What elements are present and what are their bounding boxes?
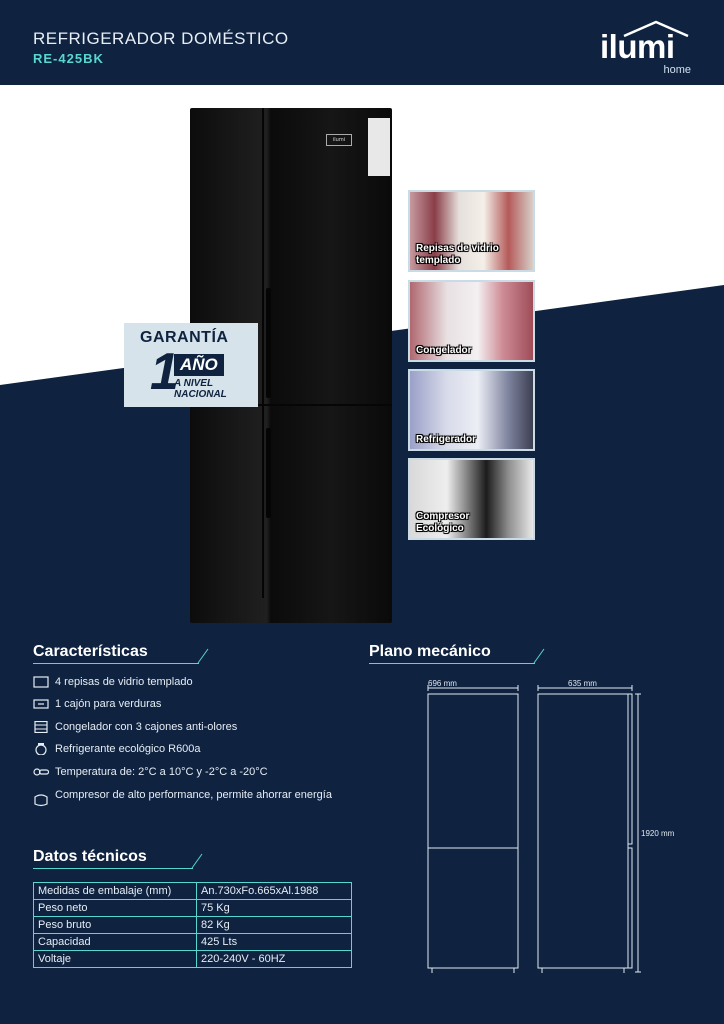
specs-slash-icon bbox=[191, 853, 203, 869]
photo-caption-line2: Ecológico bbox=[416, 523, 464, 534]
feature-item: Compresor de alto performance, permite a… bbox=[33, 789, 343, 817]
page-title: REFRIGERADOR DOMÉSTICO bbox=[33, 29, 289, 48]
feature-text: Congelador con 3 cajones anti-olores bbox=[55, 721, 238, 733]
shelves-photo: Repisas de vidrio templado bbox=[408, 190, 535, 272]
specs-underline bbox=[33, 868, 193, 869]
refrigerator-door-edge bbox=[262, 108, 264, 598]
mechanical-underline bbox=[369, 663, 535, 664]
features-slash-icon bbox=[197, 648, 209, 664]
mechanical-slash-icon bbox=[533, 648, 545, 664]
spec-label: Medidas de embalaje (mm) bbox=[33, 882, 197, 900]
warranty-unit: AÑO bbox=[174, 354, 224, 376]
feature-text: Temperatura de: 2°C a 10°C y -2°C a -20°… bbox=[55, 766, 268, 778]
mechanical-title: Plano mecánico bbox=[369, 643, 491, 660]
table-row: Medidas de embalaje (mm)An.730xFo.665xAl… bbox=[33, 882, 352, 900]
specs-table: Medidas de embalaje (mm)An.730xFo.665xAl… bbox=[33, 882, 352, 968]
drawer-icon bbox=[33, 699, 49, 709]
spec-value: 425 Lts bbox=[196, 933, 352, 951]
header: REFRIGERADOR DOMÉSTICO RE-425BK ilumi ho… bbox=[0, 0, 724, 85]
lower-handle bbox=[266, 428, 271, 518]
spec-value: An.730xFo.665xAl.1988 bbox=[196, 882, 352, 900]
thermometer-icon bbox=[33, 768, 49, 776]
spec-label: Peso neto bbox=[33, 899, 197, 917]
freezer-drawers-icon bbox=[34, 721, 48, 733]
shelf-icon bbox=[33, 676, 49, 688]
photo-caption: Refrigerador bbox=[416, 434, 477, 445]
feature-text: 1 cajón para verduras bbox=[55, 698, 162, 710]
spec-label: Voltaje bbox=[33, 950, 197, 968]
height-dimension: 1920 mm bbox=[641, 829, 675, 838]
spec-label: Capacidad bbox=[33, 933, 197, 951]
refrigerator-door-gap bbox=[190, 404, 392, 406]
compressor-icon bbox=[34, 794, 48, 807]
mechanical-drawing bbox=[427, 685, 641, 973]
feature-text: 4 repisas de vidrio templado bbox=[55, 676, 193, 688]
width-dimension: 696 mm bbox=[428, 679, 457, 688]
photo-caption: Compresor Ecológico bbox=[416, 511, 469, 535]
photo-caption-line2: templado bbox=[416, 255, 461, 266]
feature-text: Compresor de alto performance, permite a… bbox=[55, 789, 332, 801]
warranty-scope: A NIVEL NACIONAL bbox=[174, 378, 227, 400]
spec-value: 75 Kg bbox=[196, 899, 352, 917]
brand-sub: home bbox=[663, 64, 691, 76]
spec-value: 220-240V - 60HZ bbox=[196, 950, 352, 968]
refrigerator-badge: ilumi bbox=[326, 134, 352, 146]
freezer-photo: Congelador bbox=[408, 280, 535, 362]
warranty-badge: GARANTÍA 1 AÑO A NIVEL NACIONAL bbox=[124, 323, 258, 407]
logo-roof-icon bbox=[623, 20, 689, 38]
features-title: Características bbox=[33, 643, 148, 660]
warranty-title: GARANTÍA bbox=[140, 329, 229, 346]
features-underline bbox=[33, 663, 199, 664]
specs-title: Datos técnicos bbox=[33, 848, 147, 865]
warranty-scope-line2: NACIONAL bbox=[174, 389, 227, 400]
depth-dimension: 635 mm bbox=[568, 679, 597, 688]
model-code: RE-425BK bbox=[33, 51, 104, 66]
brand-logo: ilumi home bbox=[598, 18, 694, 78]
photo-caption: Repisas de vidrio templado bbox=[416, 243, 499, 267]
feature-text: Refrigerante ecológico R600a bbox=[55, 743, 201, 755]
compressor-photo: Compresor Ecológico bbox=[408, 458, 535, 540]
photo-caption-line1: Repisas de vidrio bbox=[416, 243, 499, 254]
upper-handle bbox=[266, 288, 271, 398]
refrigerant-icon bbox=[35, 743, 47, 755]
warranty-scope-line1: A NIVEL bbox=[174, 378, 214, 389]
photo-caption-line1: Compresor bbox=[416, 511, 470, 522]
spec-value: 82 Kg bbox=[196, 916, 352, 934]
brand-name: ilumi bbox=[600, 28, 675, 65]
photo-caption: Congelador bbox=[416, 345, 472, 356]
energy-label bbox=[368, 118, 390, 176]
fridge-photo: Refrigerador bbox=[408, 369, 535, 451]
spec-label: Peso bruto bbox=[33, 916, 197, 934]
